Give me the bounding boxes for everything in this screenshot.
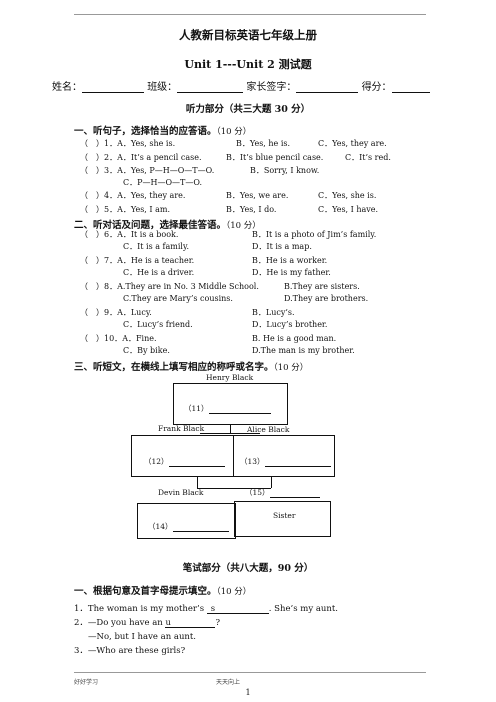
connector-line [197, 488, 271, 489]
connector-line [200, 433, 260, 434]
score-label: 得分： [361, 82, 392, 93]
q6-option-d: D．It is a map. [252, 242, 312, 251]
q6-option-b: B．It is a photo of Jim’s family. [252, 230, 377, 239]
blank-14[interactable]: （14） [148, 521, 229, 532]
score-field[interactable] [391, 81, 430, 93]
q2-option-c: C．It’s red. [345, 153, 391, 162]
writing-line-4: 3．—Who are these girls? [74, 646, 186, 656]
parent-sign-label: 家长签字： [246, 82, 297, 93]
box-11: （11） [173, 383, 288, 425]
blank-13[interactable]: （13） [240, 456, 331, 467]
frank-black-label: Frank Black [158, 424, 205, 433]
writing-section-1-title: 一、根据句意及首字母提示填空。（10 分） [74, 586, 252, 597]
section-3-title: 三、听短文，在横线上填写相应的称呼或名字。（10 分） [74, 362, 309, 373]
answer-blank-1[interactable]: s [206, 604, 269, 614]
q4-option-b: B．Yes, we are. [226, 191, 289, 200]
q5-option-b: B．Yes, I do. [226, 205, 277, 214]
class-label: 班级： [147, 82, 178, 93]
box-divider [233, 436, 234, 476]
q6-option-c: C．It is a family. [123, 242, 189, 251]
q9-option-c: C．Lucy’s friend. [123, 320, 193, 329]
q7-option-d: D．He is my father. [252, 268, 331, 277]
header-rule [74, 14, 426, 15]
q4-option-c: C．Yes, she is. [318, 191, 377, 200]
q10-option-c: C．By bike. [123, 346, 170, 355]
q3-option-b: B．Sorry, I know. [250, 166, 320, 175]
alice-black-label: Alice Black [247, 425, 290, 434]
writing-line-3: —No, but I have an aunt. [88, 632, 197, 642]
question-9: （ ）9．A．Lucy. [80, 308, 152, 317]
answer-blank-2[interactable]: u [165, 618, 216, 628]
name-field[interactable] [82, 81, 144, 93]
question-5: （ ）5．A．Yes, I am. [80, 205, 170, 214]
q7-option-b: B．He is a worker. [252, 256, 328, 265]
connector-line [271, 476, 272, 488]
q5-option-c: C．Yes, I have. [318, 205, 379, 214]
question-2: （ ）2．A．It’s a pencil case. [80, 153, 202, 162]
question-7: （ ）7．A．He is a teacher. [80, 256, 195, 265]
q9-option-b: B．Lucy’s. [252, 308, 295, 317]
writing-line-1: 1．The woman is my mother’s s. She’s my a… [74, 604, 338, 614]
footer-left: 好好学习 [74, 679, 99, 686]
listening-part-title: 听力部分（共三大题 30 分） [185, 104, 311, 115]
writing-line-2: 2．—Do you have an u? [74, 618, 221, 628]
student-info-line: 姓名： 班级： 家长签字： 得分： [52, 78, 430, 93]
q7-option-c: C．He is a driver. [123, 268, 195, 277]
question-10: （ ）10．A．Fine. [80, 334, 157, 343]
box-14: （14） [137, 503, 236, 539]
footer-right: 天天向上 [216, 679, 241, 686]
section-2-title: 二、听对话及问题，选择最佳答语。（10 分） [74, 220, 261, 231]
q8-option-d: D.They are brothers. [284, 294, 369, 303]
name-label: 姓名： [52, 82, 82, 93]
footer-rule [74, 672, 426, 673]
question-1: （ ）1．A．Yes, she is. [80, 139, 176, 148]
q10-option-b: B. He is a good man. [252, 334, 337, 343]
question-4: （ ）4．A．Yes, they are. [80, 191, 186, 200]
box-12-13: （12） （13） [131, 435, 335, 477]
box-sister: Sister [234, 501, 331, 537]
question-8: （ ）8．A.They are in No. 3 Middle School. [80, 282, 259, 291]
q2-option-b: B．It’s blue pencil case. [226, 153, 324, 162]
q3-option-c: C．P—H—O—T—O. [123, 178, 203, 187]
page-number: 1 [245, 688, 251, 697]
q10-option-d: D.The man is my brother. [252, 346, 355, 355]
q9-option-d: D．Lucy’s brother. [252, 320, 328, 329]
devin-black-label: Devin Black [158, 488, 204, 497]
connector-line [197, 476, 198, 488]
class-field[interactable] [177, 81, 244, 93]
connector-line [230, 424, 231, 434]
q8-option-c: C.They are Mary’s cousins. [123, 294, 233, 303]
writing-part-title: 笔试部分（共八大题，90 分） [182, 563, 314, 574]
q1-option-b: B．Yes, he is. [236, 139, 291, 148]
question-6: （ ）6．A．It is a book. [80, 230, 179, 239]
henry-black-label: Henry Black [206, 373, 254, 382]
blank-11[interactable]: （11） [184, 403, 271, 414]
q1-option-c: C．Yes, they are. [318, 139, 387, 148]
blank-15[interactable]: （15） [245, 487, 320, 498]
q8-option-b: B.They are sisters. [284, 282, 360, 291]
parent-sign-field[interactable] [296, 81, 359, 93]
blank-12[interactable]: （12） [144, 456, 225, 467]
sister-label: Sister [273, 511, 296, 520]
page-subtitle: Unit 1---Unit 2 测试题 [184, 58, 312, 71]
page-title: 人教新目标英语七年级上册 [179, 28, 317, 42]
question-3: （ ）3．A．Yes, P—H—O—T—O. [80, 166, 215, 175]
section-1-title: 一、听句子，选择恰当的应答语。（10 分） [74, 126, 252, 137]
